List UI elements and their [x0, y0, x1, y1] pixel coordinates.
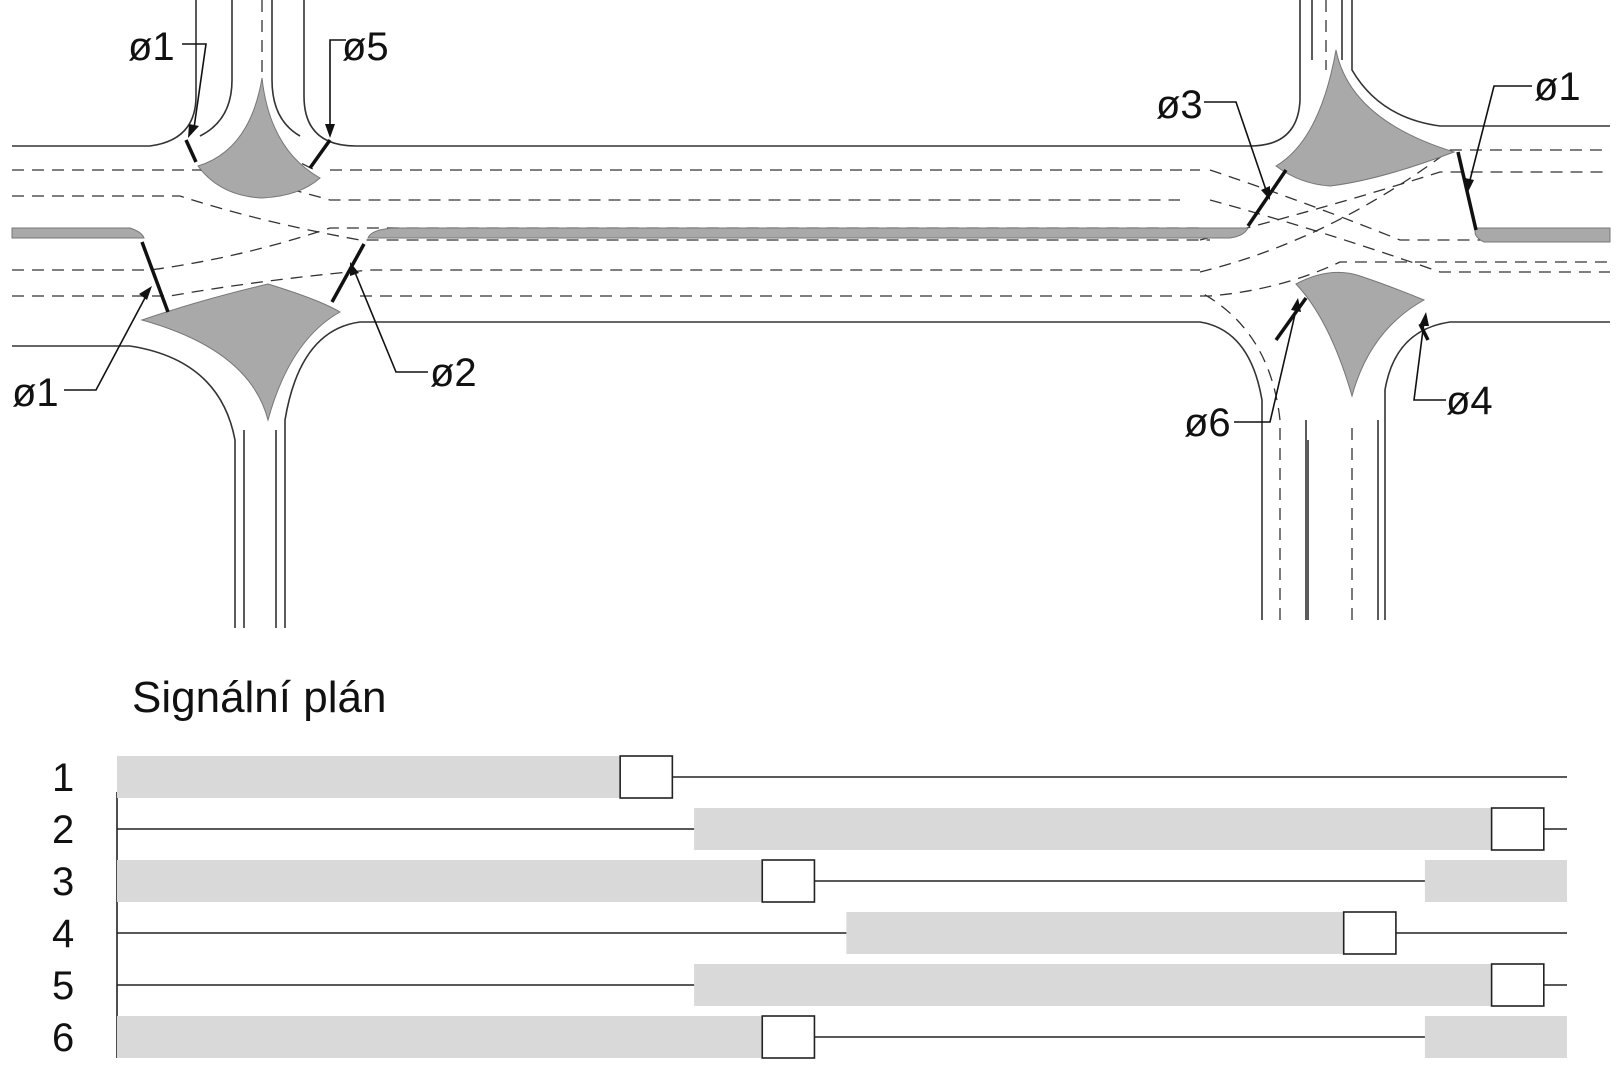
signal-amber-box: [1490, 963, 1545, 1007]
signal-green-bar: [1424, 860, 1567, 902]
signal-amber-box: [761, 1015, 816, 1059]
median-east-stub: [1474, 227, 1611, 243]
median-central: [367, 227, 1249, 239]
signal-plan-title: Signální plán: [132, 673, 386, 722]
phase-label-e-top-right: ø1: [1534, 65, 1581, 109]
phase-leaders: [64, 39, 1532, 423]
signal-plan-row: 4: [52, 911, 1567, 956]
phase-label-e-bottom-right: ø4: [1446, 379, 1493, 423]
phase-label-w-bottom-right: ø2: [430, 351, 477, 395]
signal-amber-box: [1342, 911, 1397, 955]
signal-row-label: 5: [52, 964, 74, 1008]
signal-row-label: 1: [52, 756, 74, 800]
signal-row-label: 6: [52, 1016, 74, 1060]
signal-row-label: 2: [52, 808, 74, 852]
signal-plan-row: 2: [52, 807, 1567, 852]
signal-plan-row: 6: [52, 1015, 1567, 1060]
island-w-south: [140, 283, 341, 422]
signal-row-label: 4: [52, 912, 74, 956]
signal-green-bar: [694, 964, 1492, 1006]
signal-amber-box: [619, 755, 674, 799]
median-west-stub: [11, 227, 145, 239]
phase-label-w-bottom-left: ø1: [12, 371, 59, 415]
stop-lines: [140, 138, 1478, 342]
signal-plan-row: 5: [52, 963, 1567, 1008]
signal-plan-row: 1: [52, 755, 1567, 800]
signal-green-bar: [117, 756, 621, 798]
island-w-north: [197, 77, 321, 199]
signal-green-bar: [117, 1016, 763, 1058]
signal-green-bar: [694, 808, 1492, 850]
phase-labels: ø1 ø5 ø1 ø2 ø3 ø1 ø6 ø4: [12, 25, 1581, 445]
signal-plan-rows: 1 2 3 4 5 6: [52, 755, 1567, 1060]
signal-amber-box: [1490, 807, 1545, 851]
island-e-north: [1275, 49, 1456, 187]
signal-plan-row: 3: [52, 859, 1567, 904]
signal-green-bar: [846, 912, 1344, 954]
phase-label-w-top-right: ø5: [342, 25, 389, 69]
signal-green-bar: [1424, 1016, 1567, 1058]
phase-label-e-top-left: ø3: [1156, 83, 1203, 127]
road-layout: [12, 0, 1610, 628]
phase-label-w-top-left: ø1: [128, 25, 175, 69]
signal-green-bar: [117, 860, 763, 902]
traffic-islands: [11, 49, 1611, 422]
signal-row-label: 3: [52, 860, 74, 904]
phase-label-e-bottom-left: ø6: [1184, 401, 1231, 445]
island-e-south: [1295, 271, 1426, 398]
signal-amber-box: [761, 859, 816, 903]
